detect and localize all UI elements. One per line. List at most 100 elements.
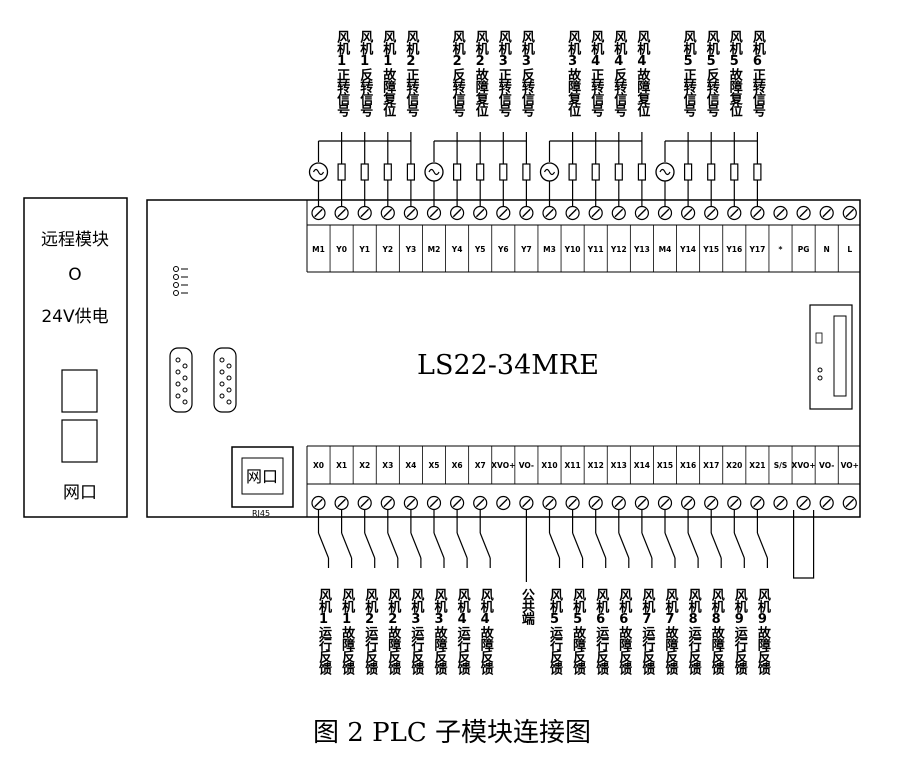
top-signal-label: 风机3反转信号 (519, 30, 535, 118)
bottom-signal-label: 风机3故障反馈 (432, 588, 448, 676)
bottom-signal-label: 风机1故障反馈 (339, 588, 355, 676)
bottom-terminal-screw (334, 495, 349, 511)
expansion-connector (809, 304, 853, 410)
bottom-terminal-screw (750, 495, 765, 511)
top-terminal-label: Y16 (725, 245, 742, 254)
relay-coil-symbol (707, 163, 716, 181)
top-signal-label: 风机4正转信号 (588, 30, 604, 118)
relay-coil-symbol (753, 163, 762, 181)
bottom-terminal-label: X3 (382, 461, 393, 470)
top-terminal-screw (704, 205, 719, 221)
bottom-signal-label: 公共端 (519, 588, 535, 626)
switch-contact-symbol (410, 532, 422, 559)
serial-port-2 (213, 347, 237, 413)
bottom-terminal-label: X15 (657, 461, 673, 470)
remote-port-2 (61, 419, 98, 463)
bottom-terminal-screw (357, 495, 372, 511)
top-signal-label: 风机1反转信号 (357, 30, 373, 118)
top-terminal-screw (588, 205, 603, 221)
bottom-terminal-screw (473, 495, 488, 511)
top-signal-label: 风机2故障复位 (473, 30, 490, 118)
top-terminal-label: Y0 (335, 245, 347, 254)
bottom-terminal-screw (565, 495, 580, 511)
bottom-terminal-label: X17 (703, 461, 719, 470)
bottom-terminal-screw (403, 495, 418, 511)
switch-contact-symbol (456, 532, 468, 559)
top-terminal-screw (680, 205, 696, 221)
top-terminal-screw (819, 205, 834, 221)
top-signal-label: 风机5正转信号 (681, 30, 697, 118)
top-terminal-label: M2 (428, 245, 441, 254)
switch-contact-symbol (618, 532, 630, 559)
bottom-terminal-label: X13 (611, 461, 627, 470)
top-terminal-screw (426, 205, 442, 221)
remote-module-indicator: O (68, 265, 81, 285)
relay-coil-symbol (614, 163, 623, 181)
bottom-terminal-label: XVO+ (491, 461, 515, 470)
bottom-terminal-label: X10 (541, 461, 557, 470)
bottom-terminal-screw (519, 495, 534, 511)
ac-source-symbol (655, 162, 675, 182)
remote-module: 远程模块 O 24V供电 网口 (23, 197, 128, 518)
supply-return-loop (792, 510, 815, 579)
bottom-signal-label: 风机8运行反馈 (686, 588, 703, 676)
relay-coil-symbol (637, 163, 647, 181)
top-terminal-screw (727, 205, 742, 221)
top-terminal-screw (634, 205, 650, 221)
switch-contact-symbol (572, 532, 584, 559)
top-signal-label: 风机1故障复位 (380, 30, 397, 118)
rj45-label: RJ45 (252, 509, 270, 518)
bottom-signal-label: 风机6运行反馈 (593, 588, 610, 676)
top-terminal-label: Y4 (451, 245, 463, 254)
bottom-terminal-screw (611, 495, 626, 511)
bottom-terminal-label: X1 (336, 461, 347, 470)
relay-coil-symbol (383, 163, 392, 181)
switch-contact-symbol (364, 532, 376, 559)
top-terminal-label: N (824, 245, 830, 254)
top-terminal-screw (750, 205, 765, 221)
top-signal-label: 风机3正转信号 (496, 30, 512, 118)
bottom-signal-label: 风机5运行反馈 (547, 588, 564, 676)
bottom-terminal-screw (680, 495, 696, 511)
top-signal-label: 风机4故障复位 (634, 30, 651, 118)
top-terminal-label: Y15 (702, 245, 719, 254)
top-terminal-label: Y12 (610, 245, 627, 254)
bottom-terminal-screw (704, 495, 719, 511)
switch-contact-symbol (733, 532, 745, 559)
bottom-terminal-label: X21 (749, 461, 765, 470)
bottom-terminal-label: VO+ (841, 461, 859, 470)
top-terminal-label: Y1 (358, 245, 370, 254)
bottom-signal-label: 风机2故障反馈 (385, 588, 401, 676)
bottom-terminal-screw (311, 495, 326, 511)
bottom-signal-label: 风机6故障反馈 (616, 588, 632, 676)
bottom-terminal-screw (542, 495, 557, 511)
switch-contact-symbol (479, 532, 491, 559)
ac-source-symbol (308, 162, 329, 182)
bottom-terminal-screw (796, 495, 811, 511)
bottom-signal-label: 风机5故障反馈 (570, 588, 586, 676)
bottom-terminal-label: X2 (359, 461, 370, 470)
bottom-wiring (317, 510, 815, 582)
top-terminal-screw (842, 205, 857, 221)
bottom-terminal-label: X16 (680, 461, 696, 470)
bottom-signal-labels: 风机1运行反馈风机1故障反馈风机2运行反馈风机2故障反馈风机3运行反馈风机3故障… (316, 588, 770, 676)
top-terminal-screw (657, 205, 673, 221)
bottom-signal-label: 风机9运行反馈 (732, 588, 749, 676)
bottom-terminal-screw (727, 495, 742, 511)
top-terminal-screw (380, 205, 395, 221)
top-terminal-screw (773, 205, 788, 221)
bottom-terminal-screw (380, 495, 395, 511)
bottom-terminal-label: X0 (313, 461, 324, 470)
top-terminal-label: M4 (659, 245, 672, 254)
switch-contact-symbol (548, 532, 561, 559)
top-terminal-screw (496, 205, 511, 221)
top-signal-label: 风机5反转信号 (704, 30, 720, 118)
switch-contact-symbol (595, 532, 607, 559)
top-terminal-label: M3 (543, 245, 556, 254)
bottom-signal-label: 风机8故障反馈 (709, 588, 725, 676)
bottom-terminal-label: X11 (564, 461, 580, 470)
relay-coil-symbol (406, 163, 415, 181)
top-terminal-screw (311, 205, 326, 221)
bottom-terminal-label: X20 (726, 461, 742, 470)
top-terminal-screw (542, 205, 557, 221)
